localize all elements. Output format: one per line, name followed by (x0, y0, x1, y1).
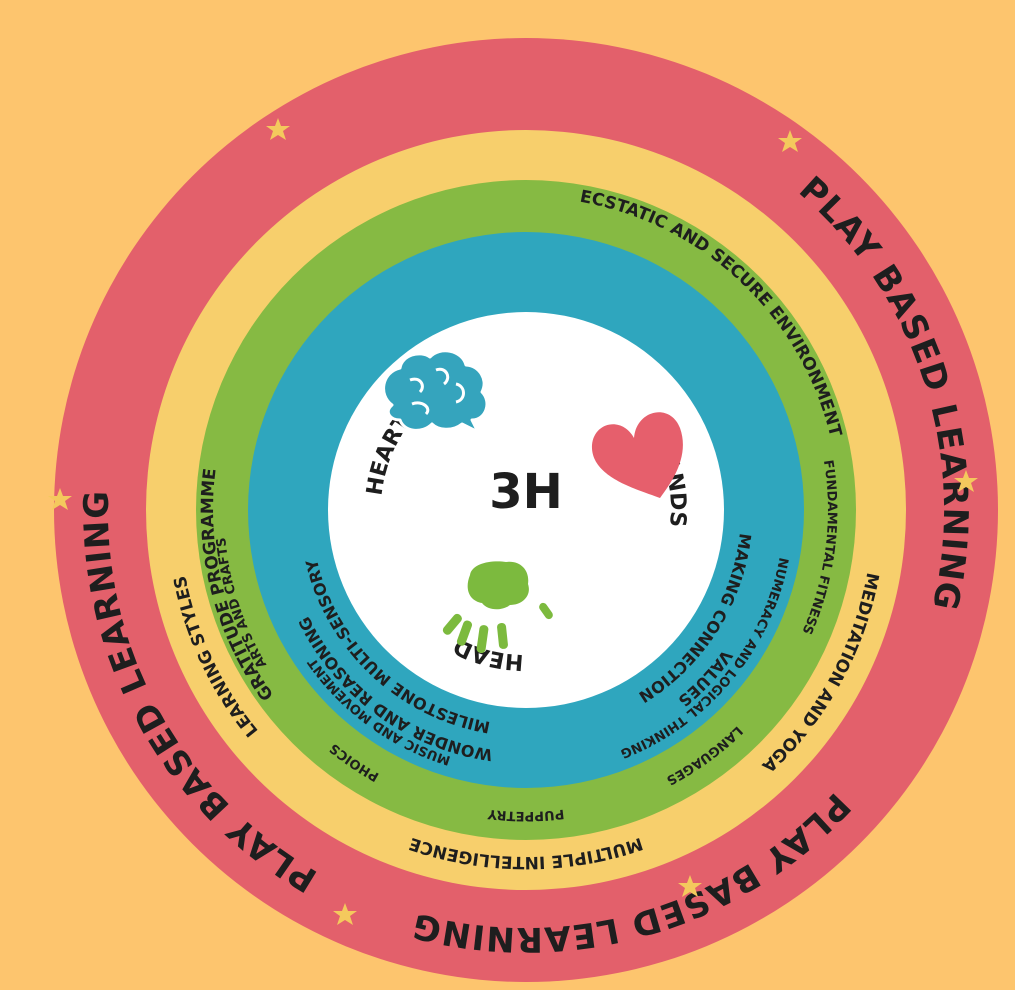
star-icon (954, 470, 978, 492)
star-icon (48, 488, 72, 510)
label-puppetry: PUPPETRY (486, 806, 564, 823)
star-icon (678, 875, 702, 897)
star-icon (333, 903, 357, 925)
brain-icon (382, 349, 489, 434)
star-icon (778, 130, 802, 152)
star-icon (266, 118, 290, 140)
heart-icon (591, 412, 683, 498)
center-title: 3H (489, 464, 563, 520)
hand-icon (442, 561, 553, 654)
